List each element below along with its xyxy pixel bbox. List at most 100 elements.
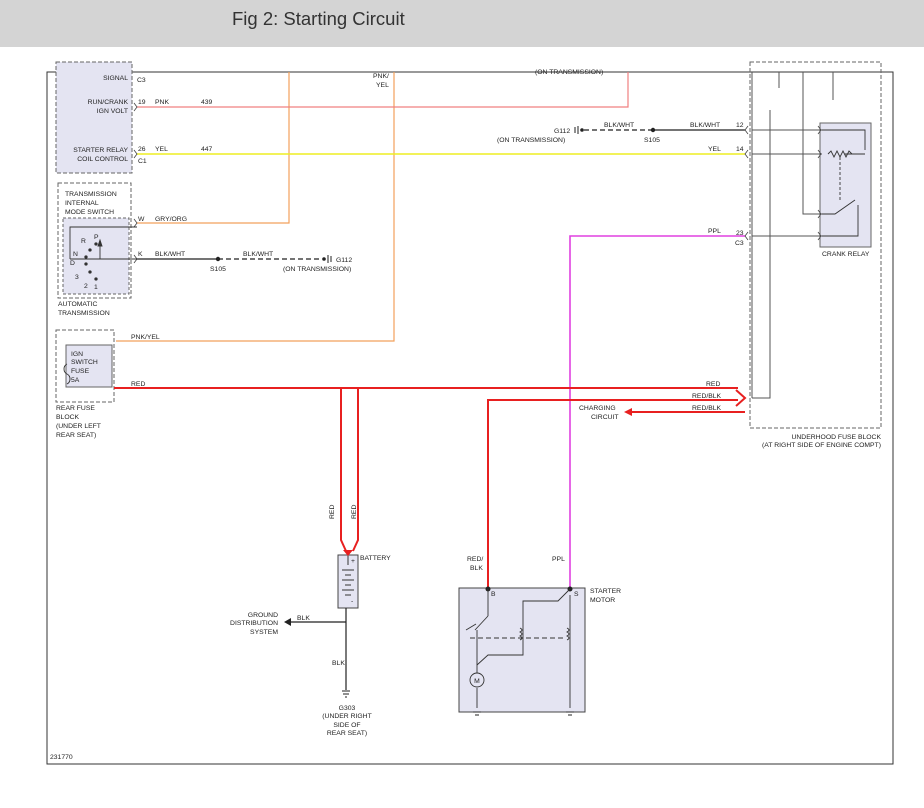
label-gear-n: N: [73, 251, 78, 258]
label-signal: SIGNAL: [103, 75, 128, 82]
wire-ppl: [569, 235, 745, 589]
label-pin12: 12: [736, 122, 744, 129]
splice-s105-left: [215, 256, 221, 262]
label-ppl-motor: PPL: [552, 556, 565, 563]
ign-switch-fuse-box: [65, 344, 113, 388]
label-tims-3: MODE SWITCH: [65, 209, 114, 216]
label-red-mid: RED: [131, 381, 145, 388]
label-blk-wht-a: BLK/WHT: [604, 122, 634, 129]
label-charging-1: CHARGING: [579, 405, 616, 412]
charging-arrow: [624, 408, 632, 416]
label-gear-1: 1: [94, 284, 98, 291]
label-run-crank-1: RUN/CRANK: [88, 99, 129, 106]
battery-terminal-arrow: [343, 550, 353, 556]
label-g303-3: SIDE OF: [333, 722, 360, 729]
label-rear-fuse-2: BLOCK: [56, 414, 80, 421]
wire-red-blk: [487, 399, 738, 589]
page-header: Fig 2: Starting Circuit: [0, 0, 924, 47]
label-b-term: B: [491, 591, 496, 598]
label-charging-2: CIRCUIT: [591, 414, 619, 421]
label-g303-1: G303: [339, 705, 356, 712]
label-g303-2: (UNDER RIGHT: [322, 713, 371, 720]
label-blk-a: BLK: [297, 615, 310, 622]
wire-pnk-439: [137, 72, 629, 108]
wire-red-battery-b: [352, 388, 359, 552]
label-g112-right: G112: [554, 128, 570, 135]
label-yel: YEL: [155, 146, 168, 153]
label-gear-2: 2: [84, 283, 88, 290]
gnd-dist-arrow: [284, 618, 291, 626]
label-fuse-2: SWITCH: [71, 359, 98, 366]
label-red-right: RED: [706, 381, 720, 388]
g112-left-end: [322, 257, 326, 261]
label-yel-right: YEL: [708, 146, 721, 153]
label-crank-relay: CRANK RELAY: [822, 251, 870, 258]
label-pnk: PNK: [155, 99, 169, 106]
crank-relay-internals: [822, 129, 866, 237]
label-s-term: S: [574, 591, 579, 598]
label-gear-p: P: [94, 234, 99, 241]
diagram-frame: [46, 71, 894, 765]
label-c1: C1: [138, 158, 147, 165]
label-red-blk-a: RED/BLK: [692, 393, 722, 400]
label-fuse-1: IGN: [71, 351, 83, 358]
label-rear-fuse-3: (UNDER LEFT: [56, 423, 101, 430]
label-relay-ctrl-2: COIL CONTROL: [77, 156, 128, 163]
label-auto-trans-1: AUTOMATIC: [58, 301, 97, 308]
label-blk-wht-c: BLK/WHT: [155, 251, 185, 258]
label-on-trans-left: (ON TRANSMISSION): [283, 266, 351, 273]
tims-outer-box: [57, 182, 132, 299]
label-fig-id: 231770: [50, 754, 73, 761]
label-tims-1: TRANSMISSION: [65, 191, 117, 198]
label-on-trans-top: (ON TRANSMISSION): [535, 69, 603, 76]
label-gry-org: GRY/ORG: [155, 216, 187, 223]
label-tims-2: INTERNAL: [65, 200, 99, 207]
battery-symbol: [342, 555, 354, 596]
label-rear-fuse-4: REAR SEAT): [56, 432, 96, 439]
underhood-fuse-block-box: [749, 61, 882, 429]
label-red-vert-a: RED: [329, 505, 336, 519]
label-ground-dist-2: DISTRIBUTION: [230, 620, 278, 627]
label-red-blk-motor-2: BLK: [470, 565, 483, 572]
label-ground-dist-1: GROUND: [248, 612, 278, 619]
wire-red-battery-a: [340, 388, 347, 552]
tims-inner-box: [62, 217, 130, 295]
label-battery-minus: -: [351, 598, 353, 605]
label-motor-m: M: [474, 678, 480, 685]
label-pnk-yel-mid: PNK/YEL: [131, 334, 160, 341]
motor-ground-icons: [473, 711, 574, 716]
label-starter-1: STARTER: [590, 588, 621, 595]
label-447: 447: [201, 146, 213, 153]
label-fuse-3: FUSE: [71, 368, 90, 375]
label-red-blk-b: RED/BLK: [692, 405, 722, 412]
starter-motor-internals: [465, 588, 571, 708]
wire-gry-org: [137, 72, 290, 224]
label-blk-b: BLK: [332, 660, 345, 667]
ground-g112-right-icon: [574, 126, 579, 134]
label-g112-left: G112: [336, 257, 352, 264]
underhood-internal-wiring: [751, 72, 834, 399]
crank-relay-box: [819, 122, 872, 248]
ground-g112-left-icon: [327, 255, 332, 263]
label-pin14: 14: [736, 146, 744, 153]
rear-fuse-block-box: [55, 329, 115, 403]
label-gear-3: 3: [75, 274, 79, 281]
label-pin23: 23: [736, 230, 744, 237]
label-underhood-1: UNDERHOOD FUSE BLOCK: [791, 434, 881, 441]
g112-right-end: [580, 128, 584, 132]
label-ground-dist-3: SYSTEM: [250, 629, 278, 636]
starter-motor-box: [458, 587, 586, 713]
label-pin26: 26: [138, 146, 146, 153]
label-run-crank-2: IGN VOLT: [97, 108, 128, 115]
label-ppl-right: PPL: [708, 228, 721, 235]
label-s105-b: S105: [210, 266, 226, 273]
ground-g303-icon: [342, 690, 350, 698]
page-title: Fig 2: Starting Circuit: [232, 8, 405, 29]
label-c3-right: C3: [735, 240, 744, 247]
label-battery-plus: +: [351, 558, 355, 565]
label-g303-4: REAR SEAT): [327, 730, 367, 737]
label-c3-top: C3: [137, 77, 146, 84]
label-pnk-yel-top-1: PNK/: [373, 73, 389, 80]
fuse-symbol: [63, 363, 71, 385]
label-relay-ctrl-1: STARTER RELAY: [73, 147, 128, 154]
